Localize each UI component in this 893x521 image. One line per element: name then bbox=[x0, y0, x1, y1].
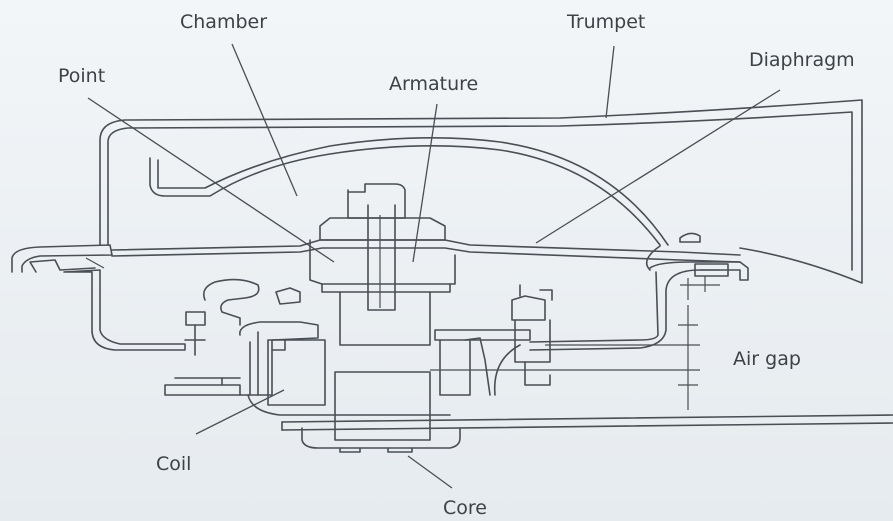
leader-chamber bbox=[231, 43, 298, 197]
chamber-dome bbox=[149, 137, 669, 246]
armature-assembly bbox=[309, 183, 456, 346]
right-housing bbox=[529, 232, 749, 351]
leader-lines bbox=[87, 43, 781, 489]
label-armature: Armature bbox=[389, 73, 478, 95]
label-trumpet: Trumpet bbox=[566, 11, 645, 33]
label-chamber: Chamber bbox=[180, 11, 267, 33]
label-diaphragm: Diaphragm bbox=[749, 49, 855, 71]
leader-trumpet bbox=[605, 45, 615, 119]
label-coil: Coil bbox=[156, 453, 191, 475]
leader-armature bbox=[412, 103, 438, 263]
label-air-gap: Air gap bbox=[733, 348, 801, 370]
diaphragm-plate bbox=[111, 239, 741, 271]
trumpet-shape bbox=[99, 99, 863, 284]
coil-assembly bbox=[164, 278, 451, 416]
leader-coil bbox=[195, 389, 285, 435]
air-gap-assembly bbox=[430, 284, 700, 410]
leader-core bbox=[407, 455, 453, 489]
label-core: Core bbox=[443, 497, 487, 519]
leader-point bbox=[87, 97, 335, 263]
left-bracket bbox=[11, 244, 186, 351]
core-base bbox=[281, 371, 893, 453]
label-point: Point bbox=[58, 65, 105, 87]
leader-diaphragm bbox=[535, 89, 781, 244]
